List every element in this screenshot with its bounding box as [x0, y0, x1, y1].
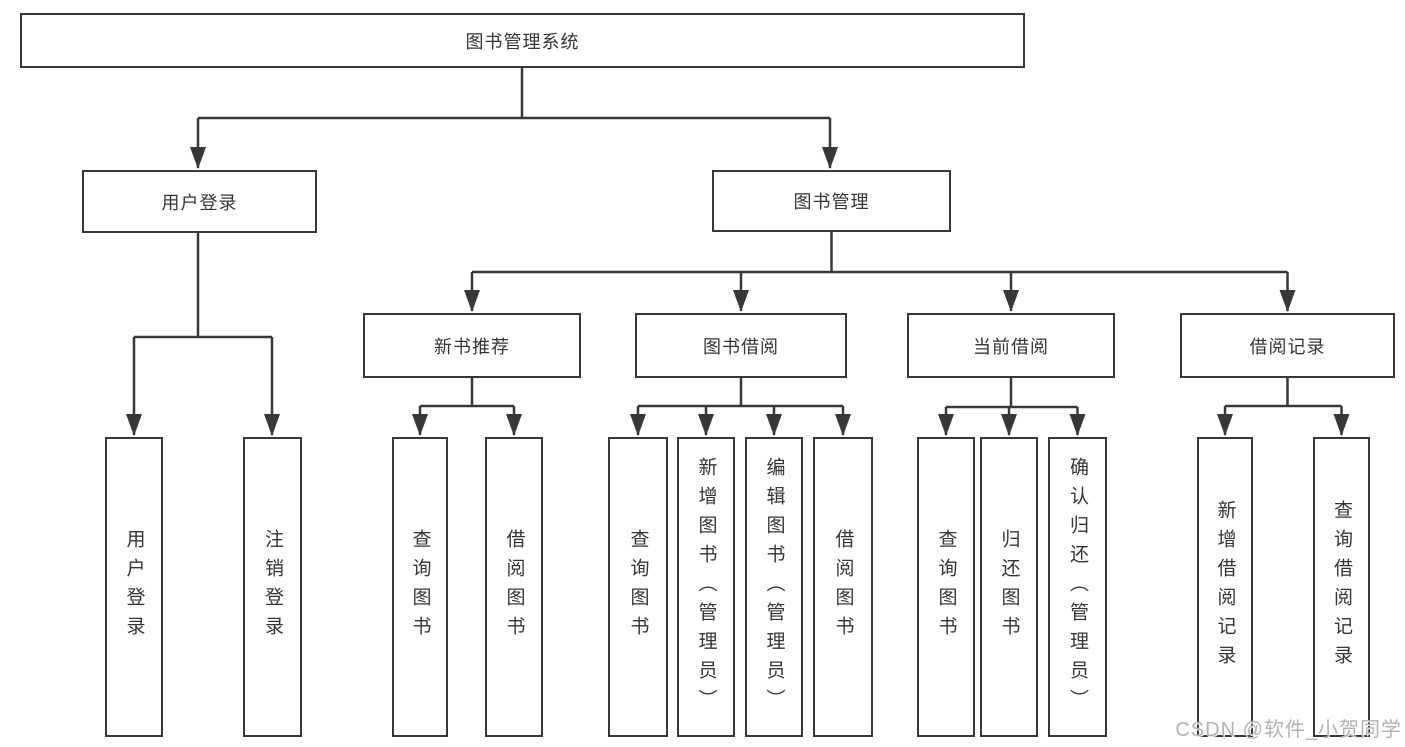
leaf-label: 编辑图书（管理员）	[763, 456, 785, 718]
leaf-query-borrow-record: 查询借阅记录	[1313, 437, 1370, 737]
leaf-label: 确认归还（管理员）	[1067, 456, 1088, 718]
leaf-edit-book-admin: 编辑图书（管理员）	[745, 437, 803, 737]
node-label: 用户登录	[161, 192, 238, 213]
leaf-logout: 注销登录	[243, 437, 302, 737]
node-borrowing-records: 借阅记录	[1180, 313, 1395, 378]
leaf-query-book-current: 查询图书	[917, 437, 975, 737]
node-label: 图书管理系统	[465, 31, 580, 52]
leaf-confirm-return-admin: 确认归还（管理员）	[1048, 437, 1107, 737]
node-label: 图书管理	[793, 192, 870, 212]
node-label: 图书借阅	[703, 336, 779, 357]
leaf-query-book-recommend: 查询图书	[392, 437, 448, 737]
leaf-label: 注销登录	[262, 529, 283, 645]
leaf-user-login: 用户登录	[105, 437, 163, 737]
leaf-label: 查询图书	[409, 529, 431, 645]
leaf-label: 借阅图书	[832, 529, 854, 645]
node-book-management: 图书管理	[712, 170, 951, 232]
leaf-borrow-book: 借阅图书	[813, 437, 873, 737]
node-user-login: 用户登录	[82, 170, 317, 233]
leaf-label: 查询图书	[627, 529, 649, 645]
leaf-return-book: 归还图书	[980, 437, 1038, 737]
leaf-add-borrow-record: 新增借阅记录	[1197, 437, 1253, 737]
node-label: 当前借阅	[973, 336, 1049, 357]
leaf-add-book-admin: 新增图书（管理员）	[677, 437, 735, 737]
leaf-label: 归还图书	[998, 529, 1020, 645]
node-library-system-root: 图书管理系统	[20, 13, 1025, 68]
watermark: CSDN @软件_小贺同学	[1175, 719, 1402, 741]
leaf-label: 查询图书	[935, 529, 957, 645]
leaf-label: 查询借阅记录	[1331, 500, 1352, 674]
node-new-book-recommend: 新书推荐	[363, 313, 581, 378]
leaf-label: 新增借阅记录	[1214, 500, 1236, 674]
leaf-borrow-book-recommend: 借阅图书	[485, 437, 543, 737]
node-label: 借阅记录	[1249, 336, 1326, 357]
node-current-borrowing: 当前借阅	[907, 313, 1115, 378]
node-book-borrowing: 图书借阅	[635, 313, 847, 378]
leaf-label: 用户登录	[123, 529, 145, 645]
leaf-label: 借阅图书	[503, 529, 525, 645]
node-label: 新书推荐	[434, 336, 510, 357]
leaf-label: 新增图书（管理员）	[695, 456, 717, 718]
leaf-query-book-borrowing: 查询图书	[608, 437, 668, 737]
